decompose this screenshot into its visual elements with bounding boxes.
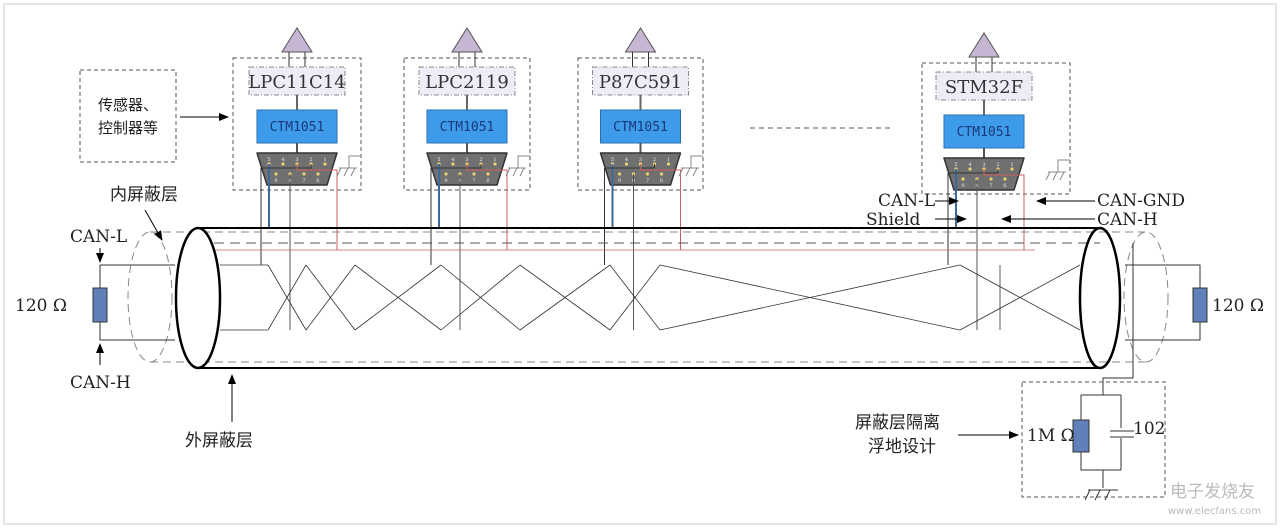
pin-number: 5 xyxy=(267,157,270,163)
twisted-pair-cable xyxy=(127,226,1169,370)
can-l-left-label: CAN-L xyxy=(70,227,127,247)
pin-number: 2 xyxy=(996,162,999,168)
shield-label: Shield xyxy=(866,210,921,230)
resistor-icon xyxy=(1072,419,1090,453)
pin-number: 2 xyxy=(479,157,482,163)
transceiver-label: CTM1051 xyxy=(440,120,495,135)
pin-number: 2 xyxy=(653,157,656,163)
antenna-triangle-icon xyxy=(451,27,483,53)
right-termination: 120 Ω xyxy=(1125,264,1264,341)
can-h-left-label: CAN-H xyxy=(70,373,131,393)
pin-number: 5 xyxy=(437,157,440,163)
pin-number: 6 xyxy=(660,178,663,184)
pin-number: 1 xyxy=(1010,162,1013,168)
mcu-label: LPC2119 xyxy=(425,72,509,93)
antenna-triangle-icon xyxy=(968,32,1000,58)
isolation-label-1: 屏蔽层隔离 xyxy=(855,413,940,433)
pin-number: 4 xyxy=(451,157,454,163)
pin-number: 3 xyxy=(982,162,985,168)
ground-icon xyxy=(336,155,361,177)
mcu-label: P87C591 xyxy=(599,72,682,93)
pin-number: 7 xyxy=(302,178,305,184)
mcu-chip xyxy=(935,71,1033,101)
can-h-label: CAN-H xyxy=(1097,210,1158,230)
mcu-chip xyxy=(592,66,689,96)
watermark-url: www.elecfans.com xyxy=(1168,506,1261,517)
isolation-label-2: 浮地设计 xyxy=(868,437,936,457)
sensor-label-2: 控制器等 xyxy=(98,119,158,137)
pin-number: 9 xyxy=(444,178,447,184)
pin-number: 9 xyxy=(618,178,621,184)
mcu-label: STM32F xyxy=(945,77,1023,98)
pin-number: 7 xyxy=(472,178,475,184)
pin-number: 3 xyxy=(639,157,642,163)
watermark: 电子发烧友 www.elecfans.com xyxy=(1168,482,1261,517)
ground-icon xyxy=(505,155,530,177)
resistor-1m-label: 1M Ω xyxy=(1027,426,1075,446)
sensor-controller-box: 传感器、 控制器等 xyxy=(79,69,229,163)
pin-number: 5 xyxy=(611,157,614,163)
resistor-icon xyxy=(1192,287,1208,323)
mcu-chip xyxy=(418,66,516,96)
transceiver-label: CTM1051 xyxy=(957,125,1012,140)
ground-icon xyxy=(1045,159,1070,181)
capacitor-label: 102 xyxy=(1133,419,1165,439)
transceiver-label: CTM1051 xyxy=(270,120,325,135)
inner-shield-label: 内屏蔽层 xyxy=(110,185,178,205)
mcu-label: LPC11C14 xyxy=(248,72,345,93)
resistor-left-label: 120 Ω xyxy=(15,296,67,316)
pin-number: 4 xyxy=(968,162,971,168)
pin-number: 6 xyxy=(486,178,489,184)
can-l-label: CAN-L xyxy=(878,191,935,211)
resistor-icon xyxy=(92,287,108,323)
transceiver-label: CTM1051 xyxy=(613,120,668,135)
resistor-right-label: 120 Ω xyxy=(1212,296,1264,316)
pin-number: 3 xyxy=(465,157,468,163)
pin-number: 1 xyxy=(493,157,496,163)
pin-number: 2 xyxy=(309,157,312,163)
watermark-name: 电子发烧友 xyxy=(1170,482,1255,502)
can-gnd-label: CAN-GND xyxy=(1097,191,1185,211)
left-termination: 120 Ω CAN-L CAN-H 内屏蔽层 外屏蔽层 xyxy=(15,185,253,451)
ground-icon xyxy=(678,155,703,177)
pin-number: 9 xyxy=(274,178,277,184)
pin-number: 3 xyxy=(295,157,298,163)
pin-number: 7 xyxy=(989,183,992,189)
shield-isolation-block: 1M Ω 102 屏蔽层隔离 浮地设计 xyxy=(855,243,1166,501)
pin-number: 6 xyxy=(316,178,319,184)
pin-number: 1 xyxy=(667,157,670,163)
pin-number: 4 xyxy=(625,157,628,163)
pin-number: 7 xyxy=(646,178,649,184)
pin-number: 9 xyxy=(961,183,964,189)
signal-labels: CAN-L Shield CAN-GND CAN-H xyxy=(866,191,1185,230)
antenna-triangle-icon xyxy=(624,27,657,53)
antenna-triangle-icon xyxy=(281,27,313,53)
outer-shield-label: 外屏蔽层 xyxy=(185,431,253,451)
pin-number: 4 xyxy=(281,157,284,163)
mcu-chip xyxy=(248,66,346,96)
sensor-label-1: 传感器、 xyxy=(98,96,158,114)
pin-number: 1 xyxy=(323,157,326,163)
pin-number: 6 xyxy=(1003,183,1006,189)
pin-number: 5 xyxy=(954,162,957,168)
